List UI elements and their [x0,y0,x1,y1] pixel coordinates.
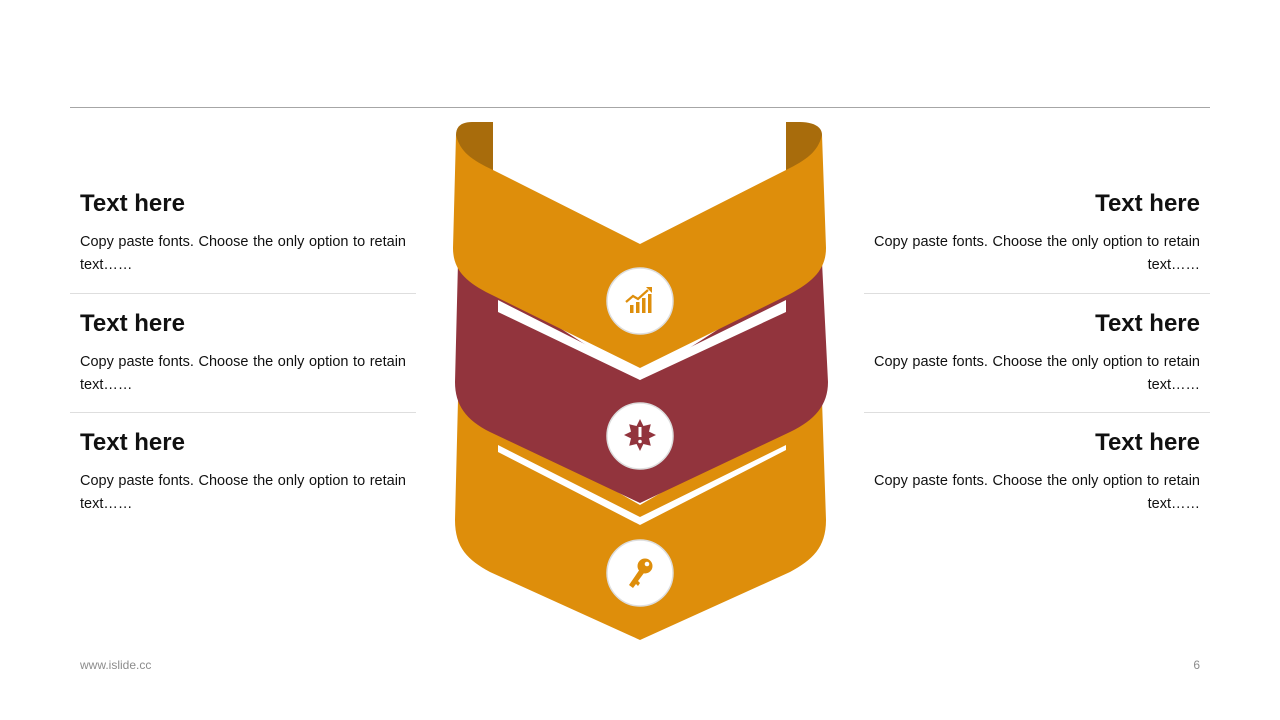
left-text-column: Text here Copy paste fonts. Choose the o… [70,174,416,531]
top-divider [70,107,1210,108]
item-body: Copy paste fonts. Choose the only option… [874,234,1200,273]
left-item-1: Text here Copy paste fonts. Choose the o… [70,174,416,293]
item-body: Copy paste fonts. Choose the only option… [80,354,406,393]
right-item-2: Text here Copy paste fonts. Choose the o… [864,293,1210,412]
key-icon [606,539,674,607]
right-item-1: Text here Copy paste fonts. Choose the o… [864,174,1210,293]
alert-badge-icon [606,402,674,470]
growth-chart-icon [606,267,674,335]
item-title: Text here [80,190,185,217]
item-title: Text here [1095,310,1200,337]
page-number: 6 [1193,658,1200,672]
chevron-ribbon-1 [453,122,826,380]
item-body: Copy paste fonts. Choose the only option… [80,473,406,512]
right-item-3: Text here Copy paste fonts. Choose the o… [864,412,1210,531]
item-body: Copy paste fonts. Choose the only option… [874,354,1200,393]
item-body: Copy paste fonts. Choose the only option… [874,473,1200,512]
item-body: Copy paste fonts. Choose the only option… [80,234,406,273]
item-title: Text here [1095,429,1200,456]
footer-url: www.islide.cc [80,658,152,672]
right-text-column: Text here Copy paste fonts. Choose the o… [864,174,1210,531]
chevron-ribbon-diagram [453,122,828,640]
item-title: Text here [80,429,185,456]
item-title: Text here [1095,190,1200,217]
left-item-3: Text here Copy paste fonts. Choose the o… [70,412,416,531]
left-item-2: Text here Copy paste fonts. Choose the o… [70,293,416,412]
item-title: Text here [80,310,185,337]
